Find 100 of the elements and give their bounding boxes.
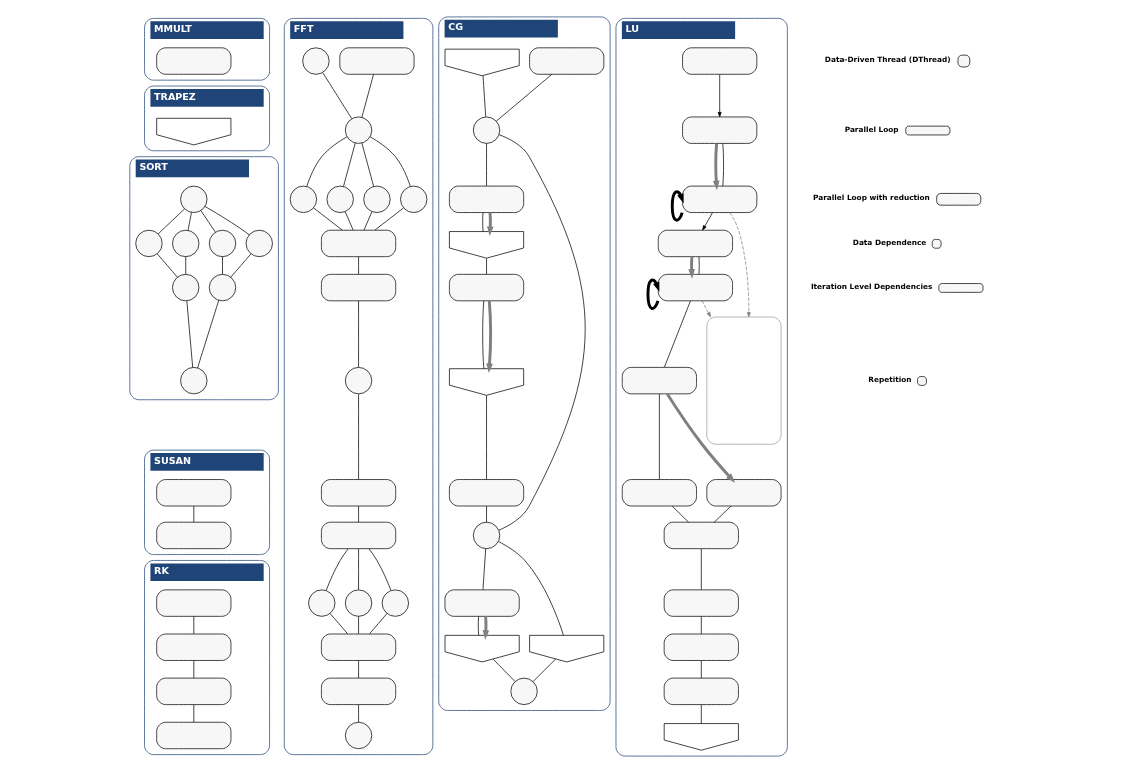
legend-label: Parallel Loop with reduction [813, 193, 930, 203]
node-box [321, 479, 397, 507]
connector [329, 613, 348, 635]
connector [532, 658, 557, 682]
connector [659, 393, 660, 480]
connector [313, 207, 343, 231]
connector [358, 393, 359, 480]
node-circle [472, 521, 501, 550]
node-circle [208, 273, 237, 302]
node-box [444, 589, 520, 617]
node-box [621, 479, 697, 507]
node-pentagon [156, 117, 232, 146]
node-circle [344, 367, 373, 395]
legend-label: Data Dependence [852, 237, 927, 247]
node-pentagon [444, 634, 520, 663]
connector [713, 505, 732, 523]
node-box [663, 521, 739, 550]
node-circle [363, 185, 391, 213]
node-box [339, 47, 415, 75]
connector [482, 75, 487, 118]
node-pentagon [663, 723, 739, 751]
node-circle [302, 47, 330, 75]
node-box [321, 633, 397, 661]
node-circle [510, 677, 538, 705]
node-circle [381, 589, 409, 617]
connector [193, 660, 195, 679]
node-circle [180, 367, 208, 395]
connector [325, 548, 349, 591]
connector [344, 211, 354, 231]
connector [193, 704, 195, 723]
node-box [663, 633, 739, 661]
connector [363, 211, 373, 231]
node-pentagon [529, 634, 605, 663]
connector [358, 300, 359, 368]
node-circle [326, 185, 354, 213]
connector [193, 505, 195, 523]
connector [498, 134, 586, 531]
connector [358, 616, 359, 635]
connector [358, 660, 359, 679]
connector [157, 208, 185, 235]
node-circle [344, 589, 373, 617]
node-box [529, 47, 605, 75]
node-box [321, 677, 397, 705]
node-box [657, 273, 733, 302]
arrow [717, 74, 722, 118]
node-circle [172, 273, 200, 302]
node-circle [289, 185, 317, 213]
node-box [663, 677, 739, 705]
node-box [663, 589, 739, 617]
connector [722, 143, 724, 187]
connector [671, 505, 689, 523]
node-box [156, 721, 232, 750]
connector [486, 258, 487, 275]
node-box [706, 316, 782, 445]
node-box [156, 633, 232, 661]
connector [156, 253, 178, 278]
connector [185, 256, 187, 275]
node-box [449, 273, 525, 302]
connector [482, 212, 484, 232]
connector [486, 505, 487, 523]
node-box [321, 229, 397, 258]
node-circle [208, 229, 237, 258]
connector [482, 300, 485, 369]
connector [664, 300, 691, 368]
connector [322, 72, 353, 119]
node-box [156, 677, 232, 705]
arrow [702, 212, 713, 231]
connector [369, 136, 411, 187]
arrow [729, 212, 751, 318]
connector [193, 616, 195, 635]
connector [358, 704, 359, 723]
node-box [682, 47, 758, 75]
arrow [486, 300, 493, 374]
connector [700, 616, 702, 635]
cluster: TRAPEZ [144, 85, 270, 152]
arrow [712, 143, 720, 191]
connector [477, 616, 480, 636]
connector [374, 207, 404, 231]
connector [698, 256, 700, 275]
legend-label: Repetition [868, 375, 912, 385]
connector [369, 613, 388, 635]
connector [368, 548, 392, 591]
connector [361, 74, 374, 118]
connector [486, 143, 487, 187]
node-box [156, 479, 232, 507]
connector [358, 548, 359, 590]
node-box [449, 185, 525, 213]
node-pentagon [449, 368, 525, 396]
connector [358, 256, 359, 275]
node-circle [400, 185, 428, 213]
node-circle [180, 185, 208, 213]
cluster: SUSAN [144, 449, 270, 555]
connector [222, 256, 223, 275]
node-box [156, 47, 232, 75]
node-circle [245, 229, 273, 258]
arrow [666, 393, 736, 483]
connector [700, 704, 702, 724]
legend-label: Iteration Level Dependencies [810, 282, 933, 292]
node-circle [172, 229, 200, 258]
node-circle [135, 229, 163, 258]
